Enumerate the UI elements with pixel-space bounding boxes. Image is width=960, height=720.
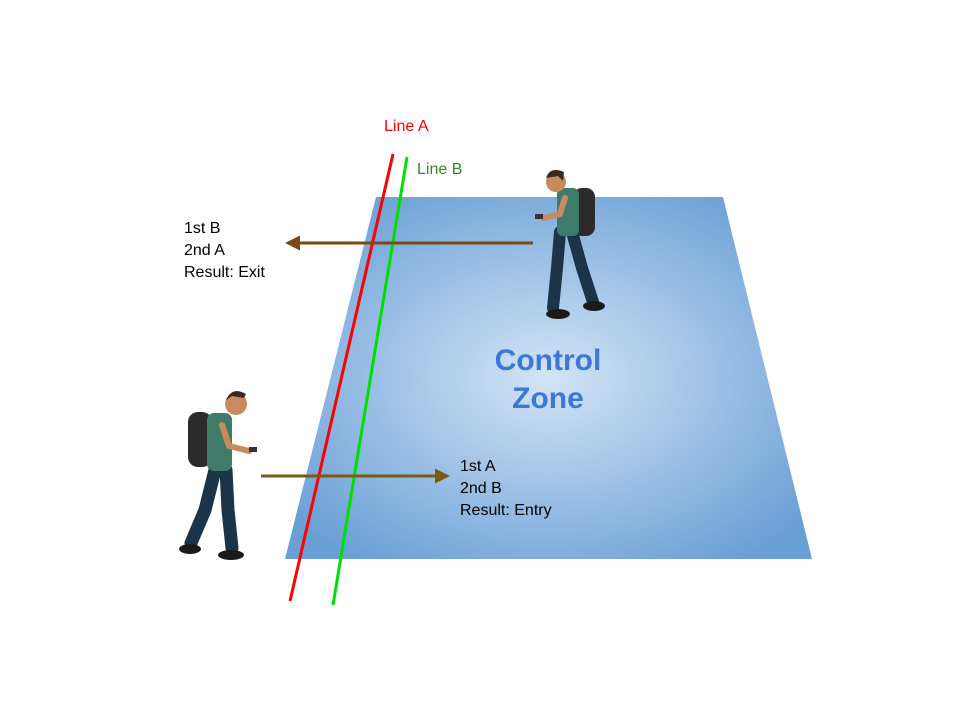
line-a-label: Line A: [384, 118, 429, 135]
exit-step-2: 2nd A: [184, 242, 225, 259]
entry-step-1: 1st A: [460, 458, 496, 475]
exiting-person-figure: [535, 170, 605, 319]
entry-result: Result: Entry: [460, 502, 552, 519]
exit-result: Result: Exit: [184, 264, 265, 281]
line-b-label: Line B: [417, 161, 462, 178]
line-a: [288, 153, 395, 602]
zone-title-line2: Zone: [512, 382, 584, 415]
exit-step-1: 1st B: [184, 220, 220, 237]
entering-person-figure: [179, 391, 257, 560]
control-zone: [285, 197, 812, 559]
zone-title-line1: Control: [495, 344, 602, 377]
line-b: [331, 156, 409, 606]
entry-step-2: 2nd B: [460, 480, 502, 497]
